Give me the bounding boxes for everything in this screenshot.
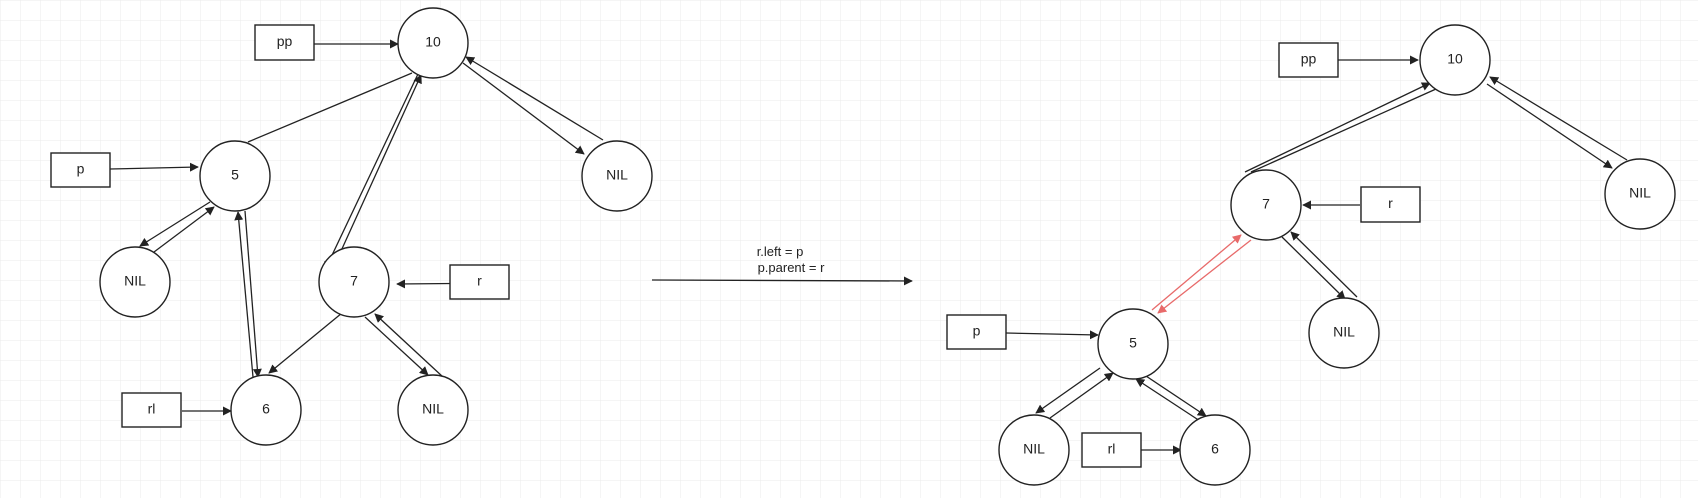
pointer-label-r: r: [1388, 195, 1393, 211]
node-5: 5: [1097, 308, 1169, 380]
node-label-5: 5: [231, 167, 239, 183]
node-label-7: 7: [1262, 196, 1270, 212]
pointer-label-p: p: [77, 161, 85, 177]
node-label-nil: NIL: [1629, 185, 1651, 201]
before-tree: pp p r rl 10 5 NIL NIL: [50, 7, 653, 446]
caption-line-1: r.left = p: [757, 244, 804, 259]
edge-6-to-5: [1135, 378, 1201, 422]
node-nil-right-of-10: NIL: [1604, 158, 1676, 230]
transition-arrow-line: [651, 276, 913, 286]
node-7: 7: [1230, 169, 1302, 241]
node-label-10: 10: [425, 34, 441, 50]
edge-5-to-nil: [1035, 367, 1101, 414]
edge-10-to-nil: [1486, 83, 1613, 169]
node-label-10: 10: [1447, 51, 1463, 67]
node-7: 7: [318, 246, 390, 318]
edge-5-to-6: [1145, 375, 1207, 417]
pointer-label-p: p: [973, 323, 981, 339]
edge-10-to-7: [324, 73, 419, 271]
pointer-label-pp: pp: [1301, 51, 1317, 67]
edge-7-to-5-highlight: [1157, 239, 1252, 314]
edge-nil-to-7: [374, 313, 444, 378]
node-label-nil: NIL: [606, 167, 628, 183]
pointer-box-rl: rl: [121, 392, 182, 428]
edge-5-to-nil: [139, 201, 211, 247]
pointer-box-pp: pp: [254, 24, 315, 61]
node-label-6: 6: [262, 401, 270, 417]
edge-5-10: [247, 72, 413, 143]
pointer-label-pp: pp: [277, 33, 293, 49]
edge-10-to-nil: [462, 62, 585, 155]
node-label-nil: NIL: [422, 401, 444, 417]
edge-nil-to-5: [1049, 372, 1114, 419]
pointer-box-r: r: [1360, 186, 1421, 223]
node-label-7: 7: [350, 273, 358, 289]
edge-10-7: [1250, 88, 1437, 173]
pointer-box-r: r: [449, 264, 510, 300]
pointer-box-pp: pp: [1278, 42, 1339, 78]
pointer-box-p: p: [946, 314, 1007, 350]
node-10: 10: [1419, 24, 1491, 96]
after-tree: pp r p rl 10 7 NIL NIL: [946, 24, 1676, 486]
edge-5-to-6: [244, 210, 262, 378]
node-label-nil: NIL: [1023, 441, 1045, 457]
edge-7-to-nil: [364, 316, 429, 376]
pointer-label-rl: rl: [1108, 441, 1116, 457]
edge-nil-to-10: [1489, 76, 1628, 161]
edge-nil-to-7: [1290, 231, 1358, 298]
edge-5-to-7-highlight: [1151, 234, 1242, 311]
transition-arrow: r.left = p p.parent = r: [651, 244, 913, 286]
node-10: 10: [397, 7, 469, 79]
node-nil-right-of-7: NIL: [397, 374, 469, 446]
node-label-nil: NIL: [1333, 324, 1355, 340]
edge-nil-to-10: [465, 56, 604, 141]
edge-p-to-5: [1005, 330, 1099, 340]
node-label-nil: NIL: [124, 273, 146, 289]
edge-7-to-10: [1244, 82, 1431, 173]
node-5: 5: [199, 140, 271, 212]
node-6: 6: [230, 374, 302, 446]
node-nil-right-of-7: NIL: [1308, 297, 1380, 369]
pointer-box-p: p: [50, 152, 111, 188]
pointer-label-rl: rl: [148, 401, 156, 417]
caption-line-2: p.parent = r: [758, 260, 826, 275]
node-nil-right-of-10: NIL: [581, 140, 653, 212]
pointer-label-r: r: [477, 273, 482, 289]
pointer-box-rl: rl: [1081, 432, 1142, 468]
edge-6-to-5: [234, 211, 254, 378]
node-6: 6: [1179, 414, 1251, 486]
node-label-5: 5: [1129, 335, 1137, 351]
edge-7-to-6: [268, 312, 343, 374]
edge-7-to-nil: [1281, 236, 1346, 300]
node-label-6: 6: [1211, 441, 1219, 457]
edge-nil-to-5: [153, 206, 215, 253]
node-nil-left-of-5: NIL: [998, 414, 1070, 486]
node-nil-left-of-5: NIL: [99, 246, 171, 318]
edge-7-to-10: [340, 74, 422, 252]
edge-p-to-5: [109, 162, 199, 172]
